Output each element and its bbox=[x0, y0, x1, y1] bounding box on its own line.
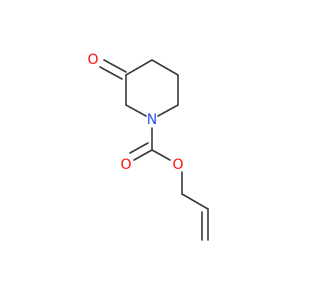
bonds bbox=[99, 59, 209, 241]
bond-ring-c4-c5 bbox=[151, 59, 179, 76]
atom-carbonyl-oxygen: O bbox=[120, 157, 131, 173]
bond-carbamate-double-a bbox=[133, 149, 153, 161]
bond-ketone-double-a bbox=[103, 59, 127, 73]
structure-diagram: O N O O bbox=[87, 52, 209, 241]
atom-labels: O N O O bbox=[87, 52, 183, 173]
bond-carbamate-ester bbox=[151, 149, 171, 161]
atom-ester-oxygen: O bbox=[172, 157, 183, 173]
bond-ketone-double-b bbox=[99, 66, 123, 80]
bond-carbamate-double-b bbox=[129, 142, 149, 154]
atom-ring-nitrogen: N bbox=[147, 112, 157, 128]
bond-ring-c6-n bbox=[157, 104, 179, 117]
bond-ring-c3-c4 bbox=[125, 59, 153, 76]
bond-ch2-ch bbox=[181, 193, 209, 210]
atom-ketone-oxygen: O bbox=[87, 52, 98, 68]
bond-ring-n-c2 bbox=[125, 104, 147, 117]
